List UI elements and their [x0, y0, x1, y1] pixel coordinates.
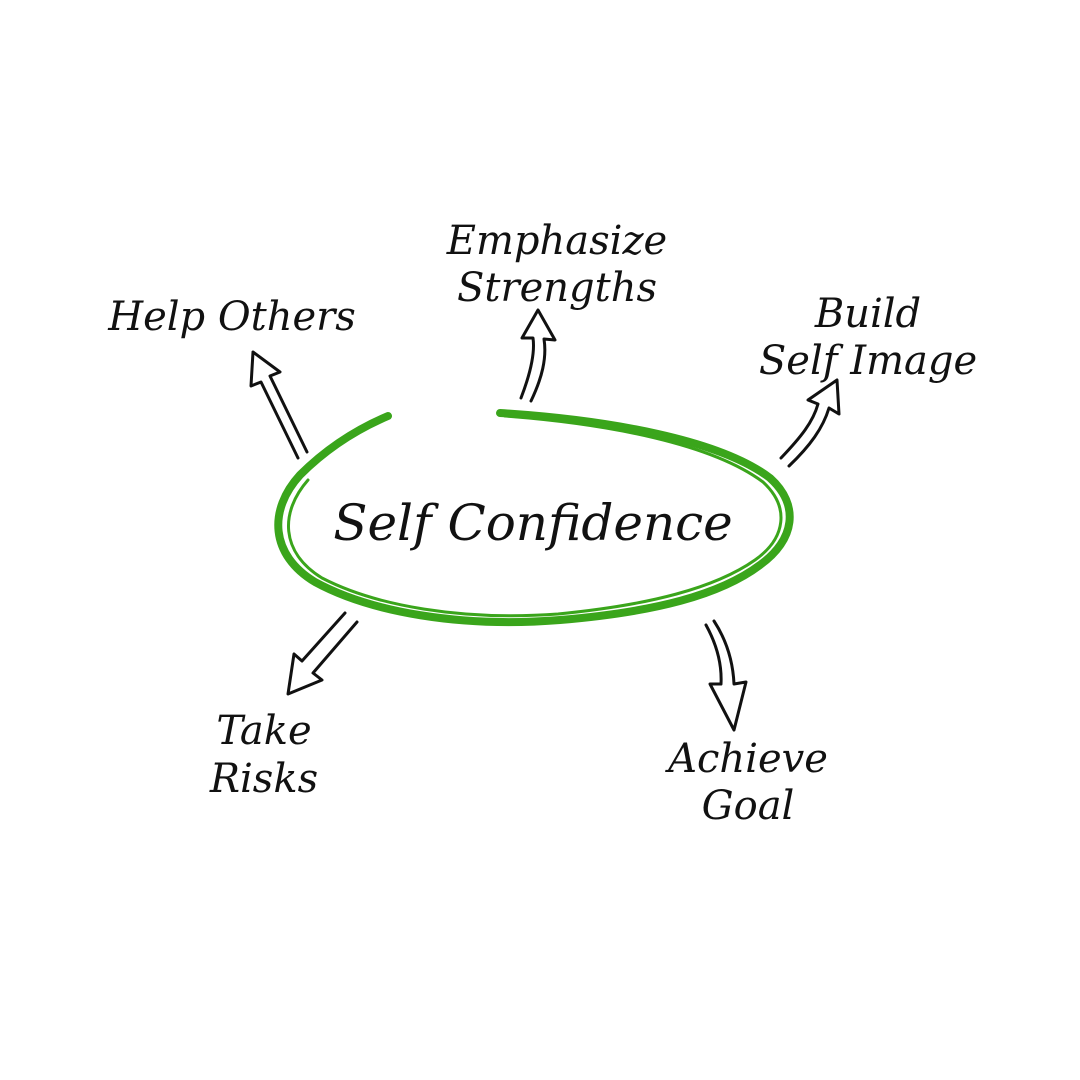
- branch-label-help-others: Help Others: [107, 294, 356, 340]
- branch-label-achieve-goal-line-2: Goal: [702, 783, 795, 829]
- oval-stroke-main: [274, 409, 794, 627]
- center-label: Self Confidence: [333, 494, 733, 552]
- center-oval: [274, 409, 794, 627]
- arrow-help-others: [249, 350, 309, 460]
- branch-label-take-risks-line-1: Take: [216, 708, 311, 754]
- oval-stroke-inner: [287, 414, 783, 618]
- branch-label-emphasize-strengths-line-2: Strengths: [457, 265, 657, 311]
- branch-label-emphasize-strengths-line-1: Emphasize: [446, 218, 667, 264]
- arrow-take-risks: [286, 611, 359, 696]
- branch-label-achieve-goal-line-1: Achieve: [664, 736, 828, 782]
- arrow-build-self-image: [779, 378, 841, 468]
- branch-label-take-risks-line-2: Risks: [209, 756, 318, 802]
- arrow-achieve-goal: [704, 619, 748, 732]
- arrow-emphasize-strengths: [519, 308, 557, 403]
- branch-label-build-self-image-line-1: Build: [814, 291, 921, 337]
- branch-label-build-self-image-line-2: Self Image: [759, 338, 977, 384]
